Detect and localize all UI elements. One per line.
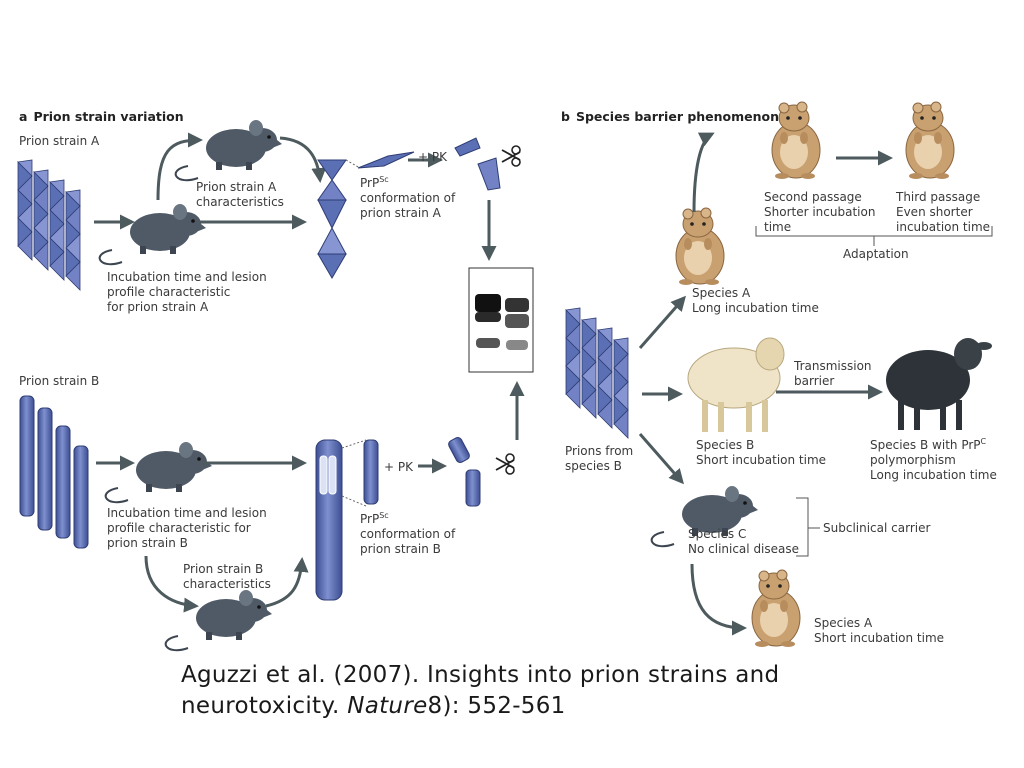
sheep-icon [687, 337, 785, 432]
hamster-icon [675, 207, 725, 286]
digested-fragments-a [454, 137, 501, 191]
hamster-icon [771, 101, 821, 180]
hamster-icon [905, 101, 955, 180]
adaptation-label: Adaptation [843, 247, 909, 261]
species-b-prion-stacks [565, 307, 629, 439]
digested-fragments-b [448, 437, 481, 507]
pk-label-b: + PK [384, 460, 413, 474]
mouse-icon [164, 589, 273, 652]
citation-line-1: Aguzzi et al. (2007). Insights into prio… [181, 662, 780, 688]
strain-b-label: Prion strain B [19, 374, 100, 388]
citation-line-2: neurotoxicity. Nature8): 552-561 [181, 693, 566, 719]
strain-b-prion-cylinders [19, 395, 89, 549]
gel-blot-icon [468, 267, 534, 373]
journal-name: Nature [347, 693, 428, 719]
subclinical-label: Subclinical carrier [823, 521, 931, 535]
pk-label-a: + PK [418, 150, 447, 164]
sheep-icon [886, 338, 992, 430]
mouse-icon [174, 119, 283, 182]
prpsc-a-icon [357, 151, 415, 169]
scissors-icon [495, 453, 515, 475]
scissors-icon [501, 145, 521, 167]
strain-a-label: Prion strain A [19, 134, 100, 148]
hamster-icon [751, 569, 801, 648]
strain-b-fibril-icon [315, 439, 343, 601]
mouse-icon [104, 441, 213, 504]
mouse-icon [98, 203, 207, 266]
strain-a-fibril-icon [317, 159, 347, 279]
strain-a-prion-stacks [17, 159, 81, 291]
citation: Aguzzi et al. (2007). Insights into prio… [181, 660, 881, 722]
prpsc-b-icon [363, 439, 379, 505]
